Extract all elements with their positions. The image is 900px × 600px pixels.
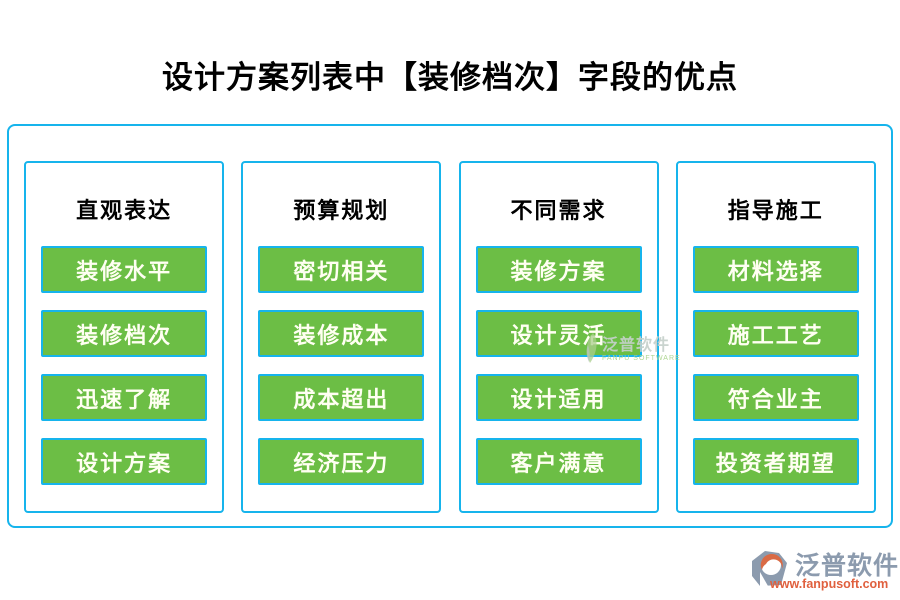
item-button-decoration-cost[interactable]: 装修成本 <box>258 310 425 357</box>
column-header: 不同需求 <box>510 198 607 223</box>
column-budget-planning: 预算规划 密切相关 装修成本 成本超出 经济压力 <box>241 161 442 513</box>
item-button-suitable-design[interactable]: 设计适用 <box>475 374 642 421</box>
item-button-meets-owner[interactable]: 符合业主 <box>692 374 859 421</box>
item-button-closely-related[interactable]: 密切相关 <box>258 246 425 293</box>
column-header: 指导施工 <box>727 198 824 223</box>
item-button-cost-overrun[interactable]: 成本超出 <box>258 374 425 421</box>
item-button-decoration-level[interactable]: 装修水平 <box>41 246 208 293</box>
column-items: 装修水平 装修档次 迅速了解 设计方案 <box>41 246 208 485</box>
fanpu-logo-name: 泛普软件 <box>795 553 900 580</box>
page-title: 设计方案列表中【装修档次】字段的优点 <box>162 60 738 95</box>
item-button-flexible-design[interactable]: 设计灵活 <box>475 310 642 357</box>
columns-row: 直观表达 装修水平 装修档次 迅速了解 设计方案 预算规划 密切相关 装修成本 … <box>7 161 893 513</box>
column-construction-guidance: 指导施工 材料选择 施工工艺 符合业主 投资者期望 <box>675 161 876 513</box>
fanpu-logo-icon <box>748 548 790 595</box>
item-button-construction-craft[interactable]: 施工工艺 <box>692 310 859 357</box>
item-button-design-plan[interactable]: 设计方案 <box>41 438 208 485</box>
item-button-decoration-plan[interactable]: 装修方案 <box>475 246 642 293</box>
column-items: 装修方案 设计灵活 设计适用 客户满意 <box>475 246 642 485</box>
column-different-needs: 不同需求 装修方案 设计灵活 设计适用 客户满意 <box>458 161 659 513</box>
item-button-customer-satisfaction[interactable]: 客户满意 <box>475 438 642 485</box>
item-button-investor-expectation[interactable]: 投资者期望 <box>692 438 859 485</box>
item-button-material-selection[interactable]: 材料选择 <box>692 246 859 293</box>
column-header: 预算规划 <box>293 198 390 223</box>
column-visual-expression: 直观表达 装修水平 装修档次 迅速了解 设计方案 <box>24 161 225 513</box>
item-button-decoration-grade[interactable]: 装修档次 <box>41 310 208 357</box>
fanpu-logo-url: www.fanpusoft.com <box>770 577 889 591</box>
column-items: 密切相关 装修成本 成本超出 经济压力 <box>258 246 425 485</box>
column-items: 材料选择 施工工艺 符合业主 投资者期望 <box>692 246 859 485</box>
item-button-quick-understanding[interactable]: 迅速了解 <box>41 374 208 421</box>
column-header: 直观表达 <box>76 198 173 223</box>
item-button-economic-pressure[interactable]: 经济压力 <box>258 438 425 485</box>
